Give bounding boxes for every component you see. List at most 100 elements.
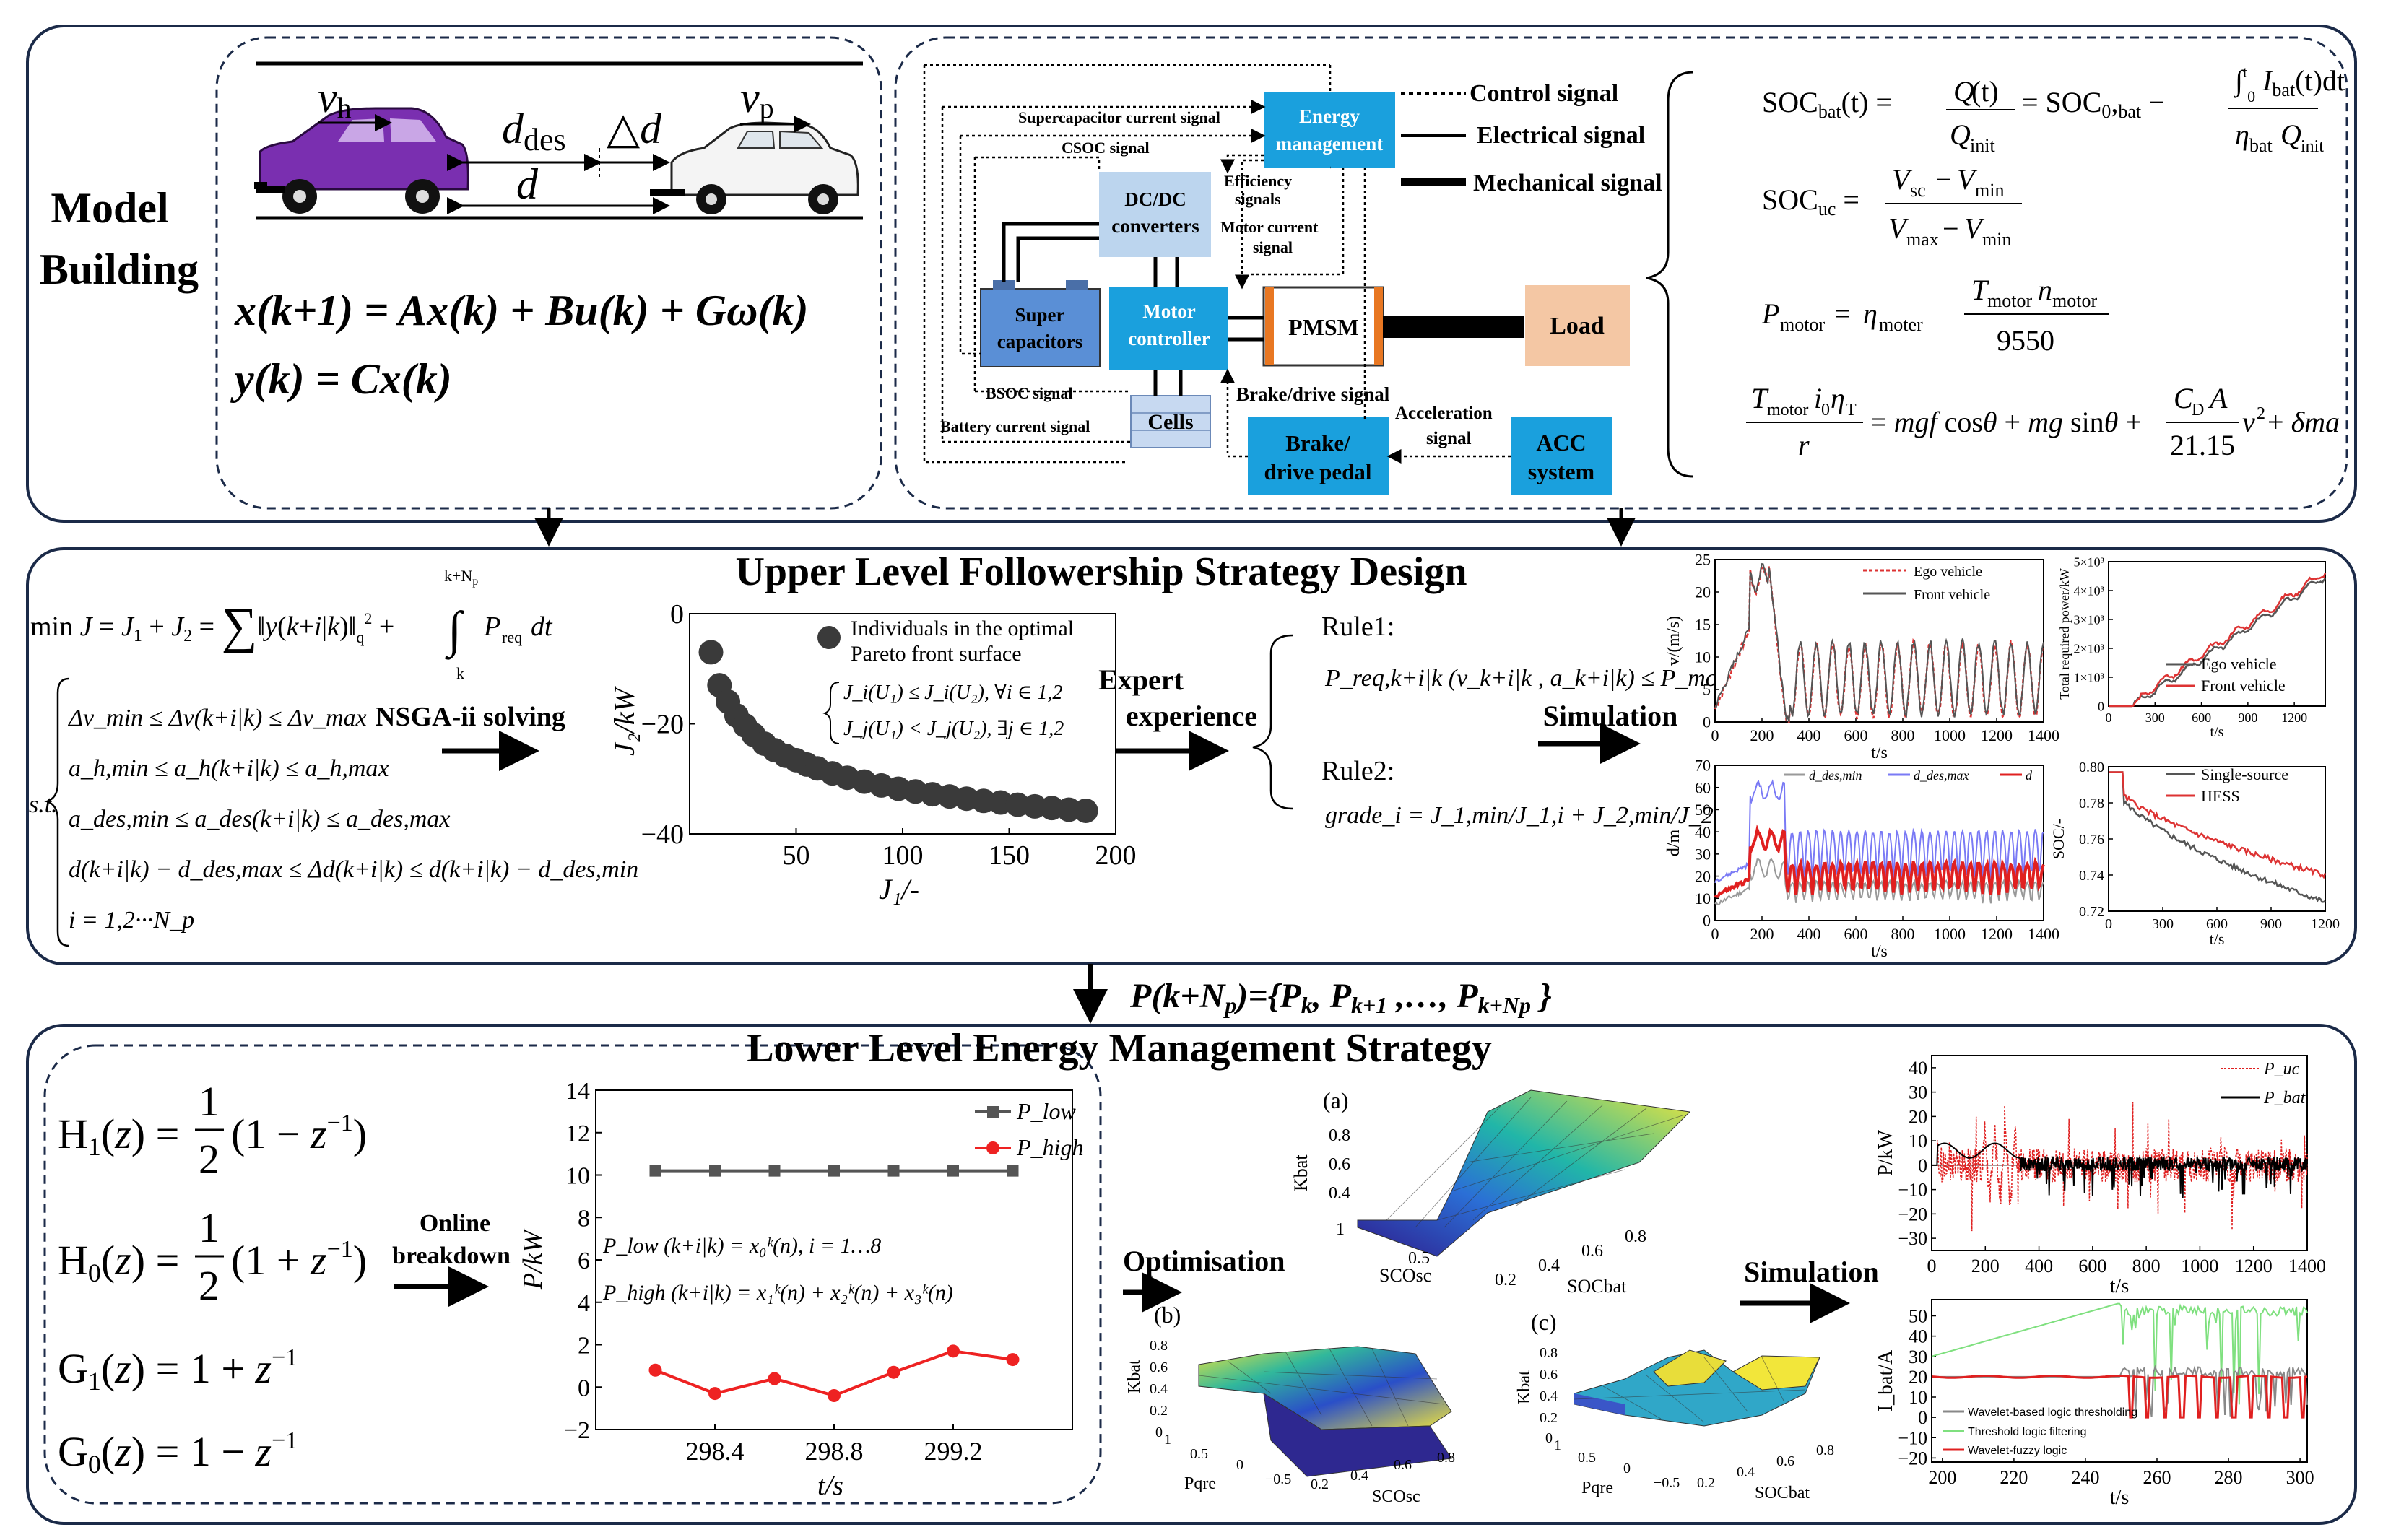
svg-text:0: 0	[1155, 1424, 1163, 1440]
control-signal-lines	[923, 64, 1511, 464]
svg-text:0: 0	[1236, 1457, 1243, 1473]
svg-text:1: 1	[199, 1078, 220, 1125]
svg-text:η: η	[1831, 382, 1845, 414]
rule2-equation: grade_i = J_1,min/J_1,i + J_2,min/J_2,i	[1325, 802, 1727, 829]
y-axis-label: Total required power/kW	[2057, 568, 2072, 700]
p-high-marker	[947, 1344, 960, 1358]
drive-shaft	[1383, 316, 1524, 338]
svg-text:H1(z) =: H1(z) =	[58, 1110, 179, 1161]
state-equation: x(k+1) = Ax(k) + Bu(k) + Gω(k)	[234, 287, 809, 334]
rule1-title: Rule1:	[1321, 612, 1394, 642]
svg-text:signal: signal	[1253, 238, 1293, 256]
svg-text:−0.5: −0.5	[1654, 1475, 1680, 1491]
y-tick-label: 10	[565, 1163, 590, 1190]
svg-text:Acceleration: Acceleration	[1395, 404, 1493, 423]
x-axis-label: t/s	[2210, 930, 2225, 948]
legend-label: HESS	[2201, 787, 2240, 805]
x-tick-label: 299.2	[924, 1437, 983, 1466]
expert-label-2: experience	[1126, 700, 1257, 732]
surface-c: (c) Kbat 0.8 0.6 0.4 0.2 0 1 0.5 0 −0.5 …	[1515, 1309, 1834, 1502]
svg-text:motor: motor	[1987, 290, 2032, 311]
svg-text:Motor current: Motor current	[1220, 218, 1319, 236]
preceding-car-icon	[670, 121, 859, 214]
svg-text:drive pedal: drive pedal	[1264, 459, 1372, 484]
legend-p-uc: P_uc	[2263, 1060, 2300, 1079]
motor-controller-block: Motor controller	[1109, 287, 1228, 370]
svg-text:PMSM: PMSM	[1288, 314, 1359, 340]
svg-text:G1(z) = 1 + z−1: G1(z) = 1 + z−1	[58, 1344, 298, 1396]
y-axis-label: I_bat/A	[1875, 1349, 1897, 1411]
y-tick-label: 0	[2098, 699, 2104, 713]
pareto-point	[698, 640, 724, 665]
y-tick-label: −40	[641, 819, 684, 850]
y-tick-label: 0.76	[2079, 832, 2104, 848]
x-tick-label: 150	[989, 840, 1030, 871]
y-tick-label: 40	[1909, 1058, 1927, 1079]
x-tick-label: 600	[1844, 726, 1868, 744]
svg-text:= mgf cosθ + mg sinθ +: = mgf cosθ + mg sinθ +	[1870, 406, 2142, 438]
legend-marker	[987, 1106, 999, 1118]
y-tick-label: 10	[1695, 648, 1711, 666]
x-tick-label: 1000	[1934, 726, 1966, 744]
x-tick-label: 0	[1711, 726, 1719, 744]
y-axis-label: d/m	[1664, 830, 1683, 857]
svg-text:SOCbat: SOCbat	[1755, 1484, 1810, 1502]
y-tick-label: 20	[1695, 583, 1711, 601]
svg-text:9550: 9550	[1997, 324, 2054, 357]
svg-text:Electrical signal: Electrical signal	[1477, 122, 1645, 149]
svg-text:−: −	[1943, 212, 1959, 245]
y-tick-label: −2	[564, 1417, 590, 1444]
online-label-2: breakdown	[392, 1243, 511, 1269]
svg-text:(1 + z−1): (1 + z−1)	[231, 1236, 367, 1284]
svg-text:+ δma: + δma	[2267, 406, 2340, 438]
svg-text:0.2: 0.2	[1311, 1476, 1329, 1492]
svg-text:DC/DC: DC/DC	[1124, 188, 1186, 210]
vh-label: vh	[318, 74, 352, 124]
y-tick-label: −20	[1898, 1204, 1927, 1224]
p-low-marker	[709, 1165, 721, 1177]
svg-text:0.5: 0.5	[1190, 1446, 1208, 1462]
svg-text:moter: moter	[1879, 314, 1923, 335]
svg-text:P: P	[1761, 297, 1779, 330]
x-tick-label: 600	[2192, 710, 2211, 725]
svg-text:sc: sc	[1910, 180, 1926, 201]
svg-text:0: 0	[1545, 1430, 1553, 1446]
svg-text:∫: ∫	[445, 602, 464, 660]
svg-text:0.6: 0.6	[1329, 1155, 1350, 1174]
svg-text:0.8: 0.8	[1540, 1345, 1558, 1361]
svg-text:init: init	[1970, 135, 1995, 156]
svg-text:Efficiency: Efficiency	[1224, 172, 1292, 190]
svg-text:Kbat: Kbat	[1125, 1360, 1144, 1393]
x-tick-label: 800	[2132, 1256, 2161, 1276]
y-tick-label: 1×10³	[2073, 670, 2104, 684]
svg-text:0.8: 0.8	[1625, 1227, 1646, 1246]
svg-text:r: r	[1798, 429, 1810, 461]
dcdc-block: DC/DC converters	[1099, 172, 1211, 257]
y-tick-label: 4	[578, 1290, 590, 1317]
svg-text:A: A	[2208, 382, 2228, 414]
y-axis-label: P/kW	[1875, 1130, 1897, 1176]
y-tick-label: 30	[1909, 1347, 1927, 1367]
svg-text:Brake/drive signal: Brake/drive signal	[1236, 383, 1390, 405]
x-axis-label: t/s	[1871, 744, 1888, 762]
constraints-brace	[44, 677, 69, 947]
series-wavelet-threshold	[1931, 1302, 2308, 1405]
x-tick-label: 1000	[2181, 1256, 2218, 1276]
p-high-marker	[1006, 1353, 1020, 1367]
x-tick-label: 1200	[2235, 1256, 2273, 1276]
legend-label: Single-source	[2201, 765, 2288, 783]
svg-text:0.4: 0.4	[1538, 1256, 1560, 1275]
y-tick-label: 40	[1695, 823, 1711, 841]
svg-text:0.4: 0.4	[1350, 1468, 1368, 1484]
upper-title: Upper Level Followership Strategy Design	[735, 549, 1467, 594]
y-tick-label: 2×10³	[2073, 641, 2104, 656]
x-tick-label: 200	[1750, 726, 1774, 744]
legend-front: Front vehicle	[2201, 677, 2286, 695]
vp-label: vp	[740, 74, 774, 124]
expert-label-1: Expert	[1098, 664, 1184, 696]
svg-text:Supercapacitor current signal: Supercapacitor current signal	[1018, 108, 1220, 126]
x-tick-label: 298.4	[686, 1437, 745, 1466]
p-high-marker	[828, 1389, 841, 1402]
